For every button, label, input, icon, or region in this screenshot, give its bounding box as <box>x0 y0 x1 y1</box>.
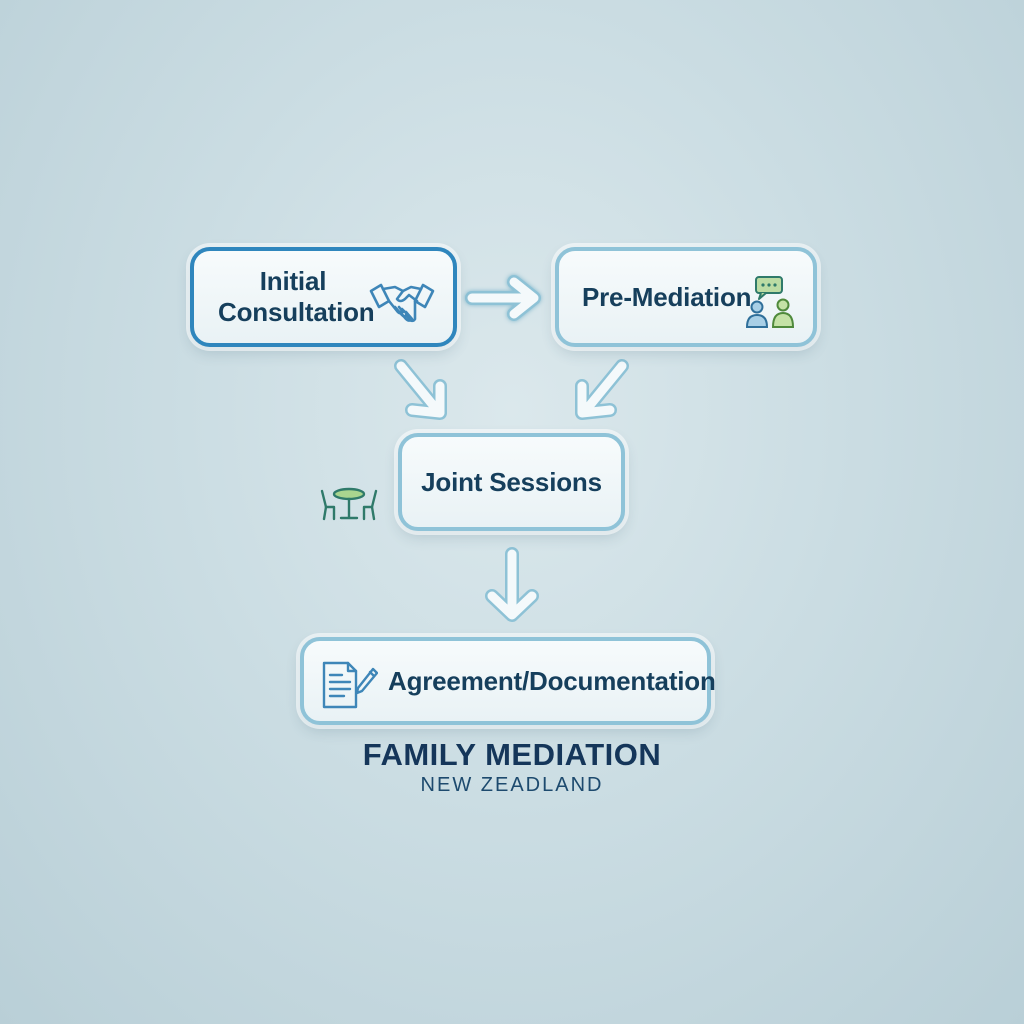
arrow-joint-to-agreement <box>485 547 539 622</box>
node-pre-mediation-label: Pre-Mediation <box>582 281 752 312</box>
node-agreement-documentation-label: Agreement/Documentation <box>388 665 716 696</box>
document-pen-icon <box>320 661 379 714</box>
people-chat-icon <box>745 275 797 334</box>
node-initial-consultation: Initial Consultation <box>190 247 457 347</box>
arrow-initial-to-pre <box>465 275 541 321</box>
arrow-pre-to-joint <box>575 359 629 420</box>
node-joint-sessions-label: Joint Sessions <box>421 466 602 497</box>
meeting-table-icon <box>318 485 380 528</box>
node-initial-consultation-label: Initial Consultation <box>218 266 375 327</box>
arrow-initial-to-joint <box>394 359 447 420</box>
brand-title: FAMILY MEDIATION <box>362 737 662 772</box>
handshake-icon <box>369 277 435 332</box>
node-agreement-documentation: Agreement/Documentation <box>300 637 716 725</box>
brand-subtitle: NEW ZEADLAND <box>420 774 604 796</box>
node-joint-sessions: Joint Sessions <box>398 433 625 531</box>
node-pre-mediation: Pre-Mediation <box>555 247 817 347</box>
